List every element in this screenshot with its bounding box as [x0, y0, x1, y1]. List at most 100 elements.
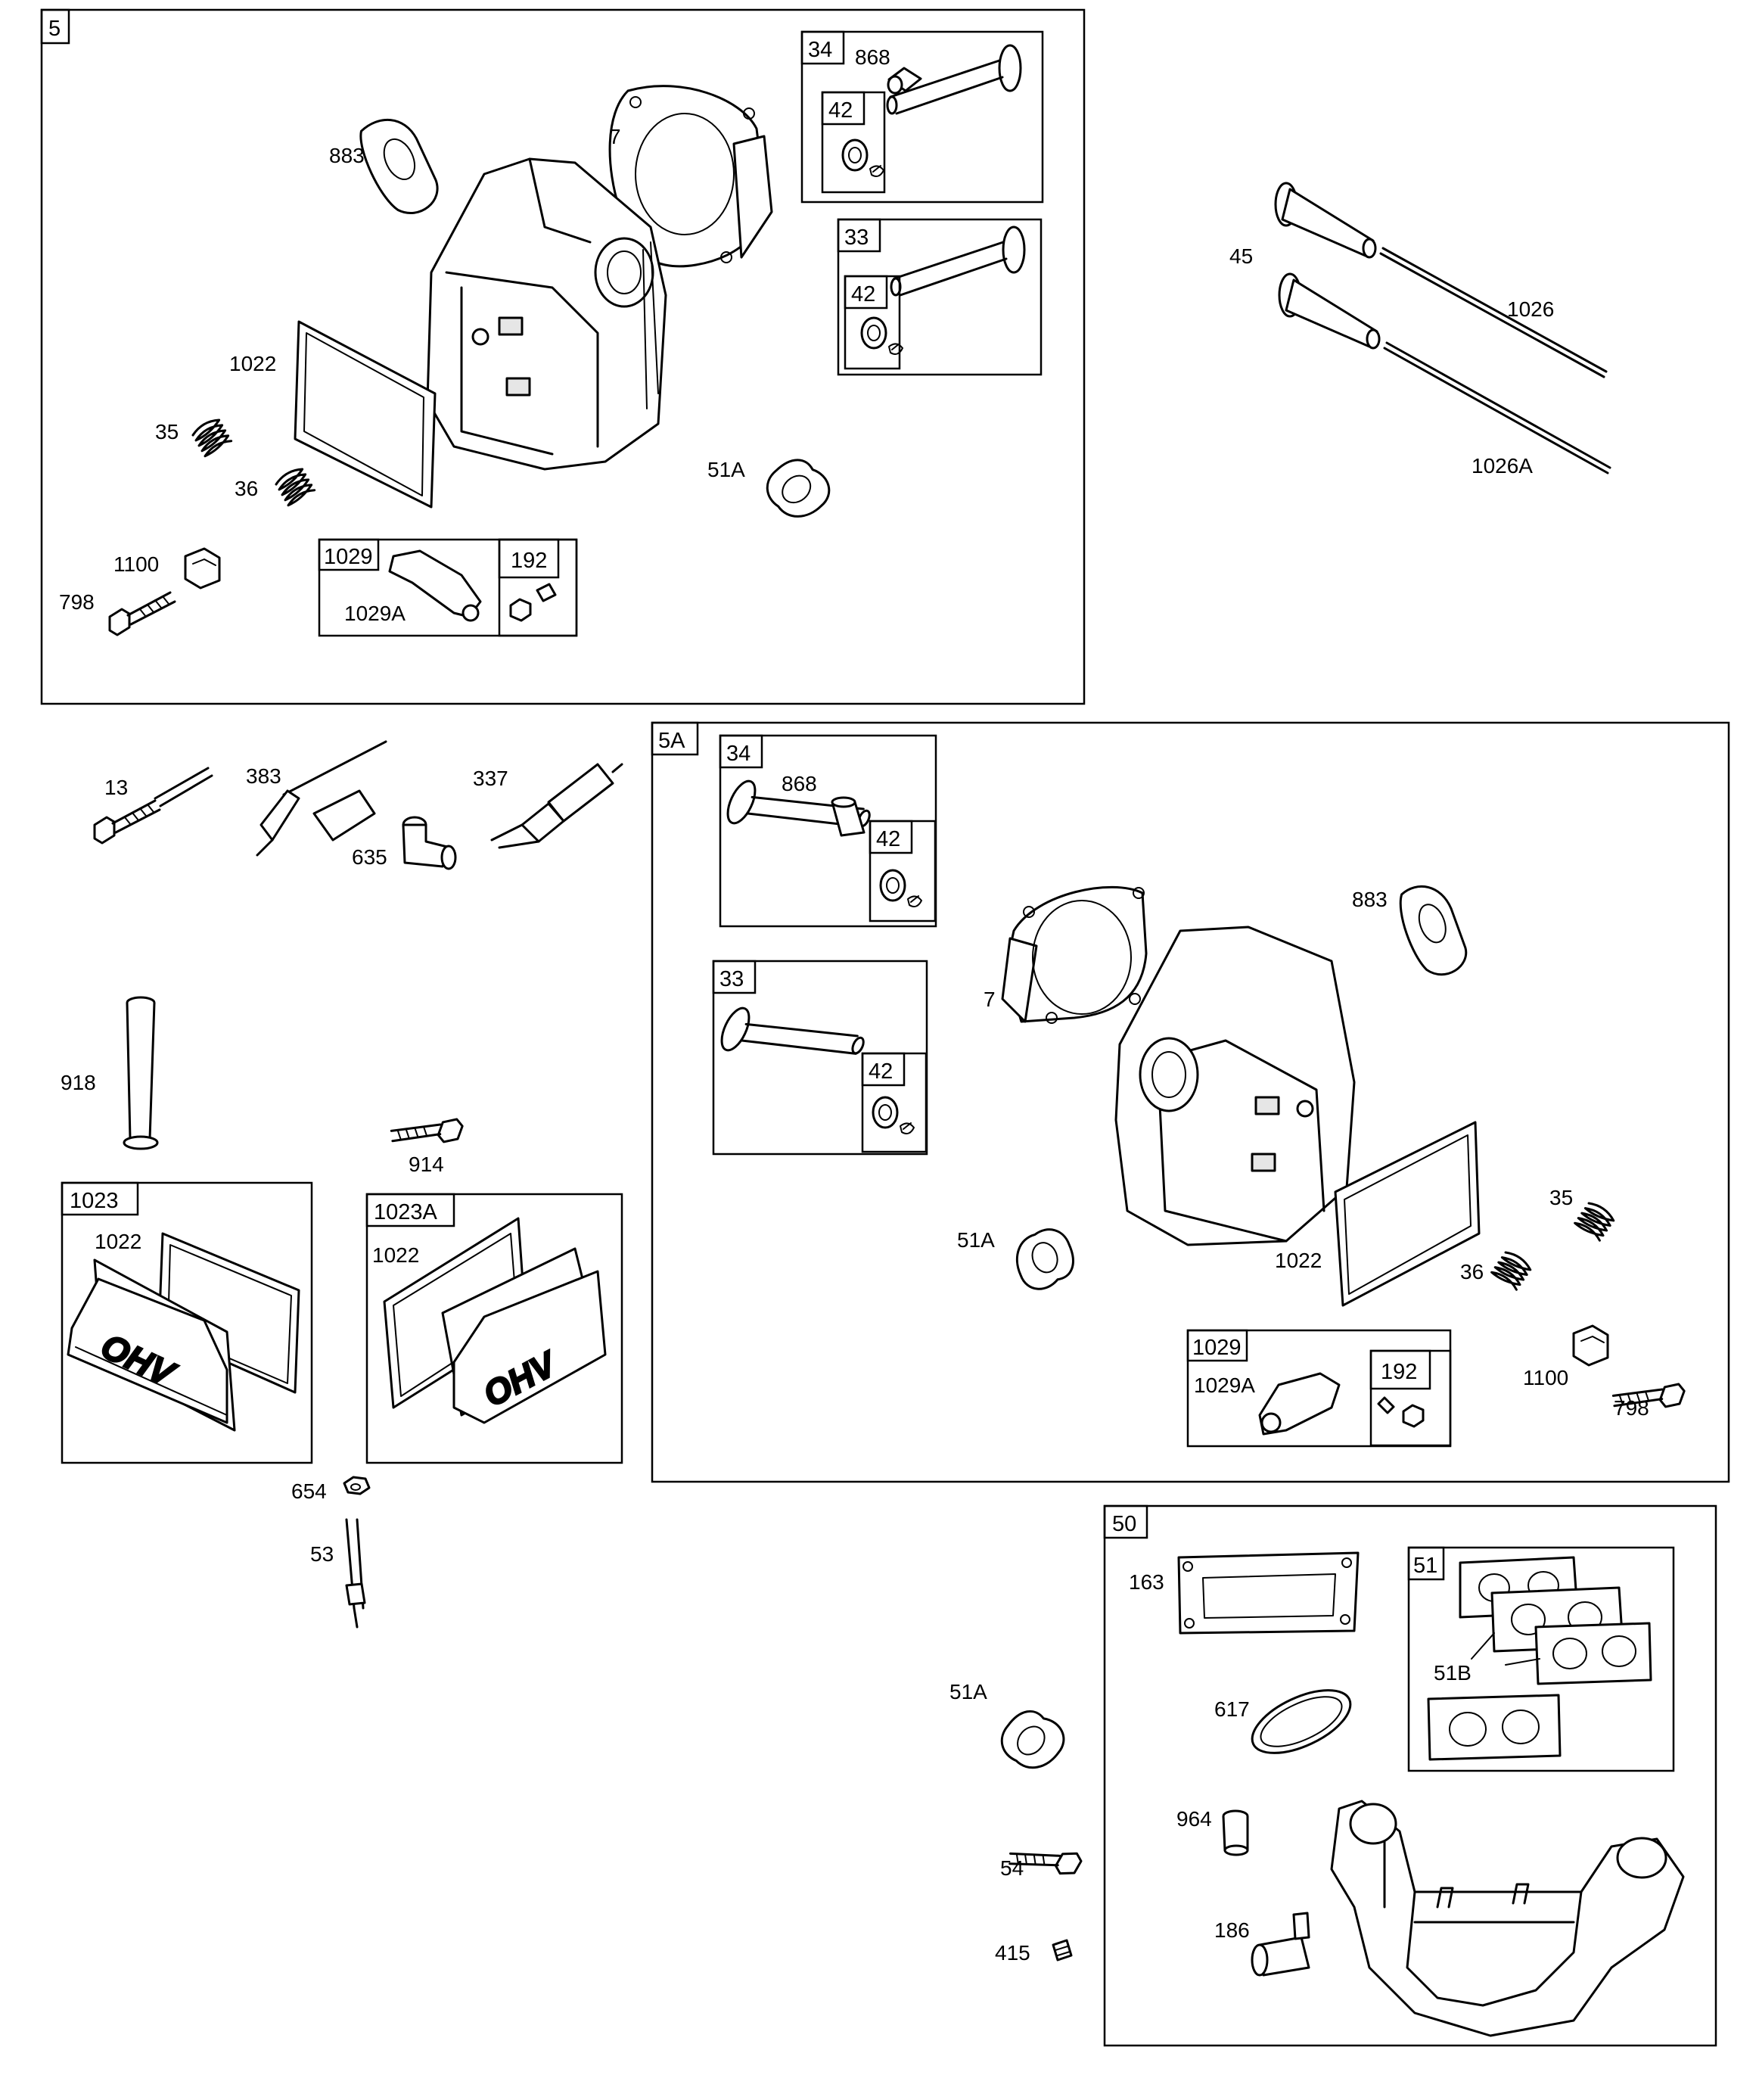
- box-tag-33: 33: [844, 226, 869, 250]
- exhaust-gasket-883-b: [1399, 885, 1468, 975]
- box-tag-42: 42: [828, 98, 853, 123]
- plug-415: [1052, 1939, 1073, 1962]
- head-gasket-7: [608, 85, 773, 268]
- valve-guide-868: [887, 67, 922, 95]
- intake-manifold: [1330, 1800, 1685, 2037]
- label-1022: 1022: [229, 352, 276, 375]
- cylinder-head-b: [1114, 926, 1356, 1246]
- tappet-45-upper: [1274, 182, 1377, 259]
- spark-plug-337: [490, 763, 623, 849]
- cylinder-head: [426, 157, 667, 471]
- label-35: 35: [155, 420, 179, 443]
- group-box-33: [837, 218, 1043, 376]
- spring-36-b: [1490, 1248, 1534, 1291]
- boot-635: [402, 816, 457, 870]
- bolt-798: [108, 591, 176, 636]
- sleeve-964: [1222, 1809, 1249, 1856]
- label-918: 918: [61, 1071, 96, 1094]
- group-box-51: [1407, 1546, 1675, 1772]
- box-tag-51: 51: [1413, 1554, 1437, 1578]
- pushrod-1026A: [1383, 341, 1611, 474]
- label-45: 45: [1229, 244, 1253, 268]
- tappet-45-lower: [1278, 272, 1381, 350]
- head-gasket-7-b: [1001, 885, 1148, 1024]
- box-tag-34b: 34: [726, 742, 751, 766]
- stud-53: [345, 1518, 366, 1629]
- label-1029A: 1029A: [344, 602, 406, 625]
- cover-gasket-1022: [294, 320, 437, 509]
- rocker-arm-1029A: [388, 549, 482, 622]
- valve-retainer: [841, 138, 885, 178]
- label-163: 163: [1129, 1570, 1164, 1594]
- label-51B: 51B: [1434, 1661, 1472, 1685]
- label-914: 914: [409, 1153, 444, 1176]
- gasket-163: [1177, 1551, 1360, 1635]
- label-1022-c: 1022: [372, 1243, 419, 1267]
- group-box-1023: [61, 1181, 313, 1464]
- label-868: 868: [855, 45, 890, 69]
- seal-617: [1251, 1689, 1352, 1754]
- label-1026A: 1026A: [1472, 454, 1533, 478]
- label-798: 798: [59, 590, 95, 614]
- label-868-b: 868: [782, 772, 817, 795]
- label-883-b: 883: [1352, 888, 1388, 911]
- rocker-arm-1029A-b: [1258, 1372, 1341, 1436]
- bolt-13: [93, 799, 161, 845]
- valve-retainer-d: [872, 1096, 915, 1135]
- label-51A-b: 51A: [957, 1228, 995, 1252]
- label-36-b: 36: [1460, 1260, 1484, 1283]
- label-7: 7: [609, 125, 621, 148]
- adjuster-nut-b: [1377, 1396, 1425, 1428]
- box-tag-5A: 5A: [658, 729, 685, 753]
- fitting-186: [1251, 1912, 1310, 1977]
- box-tag-1029-b: 1029: [1192, 1336, 1242, 1360]
- box-tag-192-b: 192: [1381, 1360, 1417, 1384]
- group-box-5A: [651, 721, 1730, 1483]
- label-415: 415: [995, 1941, 1030, 1965]
- spring-35: [190, 415, 233, 458]
- label-1100-b: 1100: [1523, 1366, 1568, 1389]
- label-53: 53: [310, 1542, 334, 1566]
- label-1100: 1100: [113, 552, 159, 576]
- label-337: 337: [473, 767, 508, 790]
- box-tag-33b: 33: [719, 967, 744, 991]
- label-635: 635: [352, 845, 387, 869]
- gasket-51A: [757, 448, 838, 530]
- intake-valve-b: [715, 982, 867, 1103]
- tube-918: [123, 996, 159, 1150]
- box-tag-34: 34: [808, 38, 832, 62]
- valve-retainer-c: [879, 869, 923, 908]
- rocker-1100: [184, 547, 221, 590]
- valve-cover-1023A: OHV: [441, 1247, 607, 1424]
- box-tag-42d: 42: [869, 1059, 893, 1084]
- box-tag-192: 192: [511, 549, 547, 573]
- box-tag-1029: 1029: [324, 545, 373, 569]
- group-box-50: [1103, 1504, 1717, 2047]
- valve-retainer-b: [860, 316, 904, 356]
- pushrod-1026: [1379, 247, 1608, 378]
- group-box-5: [40, 8, 1086, 705]
- label-1026: 1026: [1507, 297, 1554, 321]
- label-798-b: 798: [1614, 1396, 1649, 1420]
- box-tag-1023: 1023: [70, 1189, 119, 1213]
- nut-654: [343, 1476, 371, 1495]
- label-54: 54: [1000, 1856, 1024, 1880]
- valve-guide-868-b: [831, 796, 866, 837]
- box-tag-50: 50: [1112, 1512, 1136, 1536]
- label-13: 13: [104, 776, 128, 799]
- cover-gasket-1022-d: [1334, 1121, 1481, 1307]
- label-51A-c: 51A: [949, 1680, 987, 1703]
- label-617: 617: [1214, 1697, 1250, 1721]
- spring-35-b: [1573, 1199, 1618, 1242]
- exhaust-gasket-883: [359, 118, 439, 215]
- label-36: 36: [235, 477, 258, 500]
- label-186: 186: [1214, 1918, 1250, 1942]
- group-box-34b: [719, 734, 937, 928]
- box-tag-5: 5: [48, 17, 61, 41]
- label-654: 654: [291, 1479, 327, 1503]
- group-box-34: [800, 30, 1044, 204]
- rocker-1100-b: [1572, 1324, 1609, 1367]
- primer-383: [256, 740, 387, 857]
- label-1029A-b: 1029A: [1194, 1374, 1255, 1397]
